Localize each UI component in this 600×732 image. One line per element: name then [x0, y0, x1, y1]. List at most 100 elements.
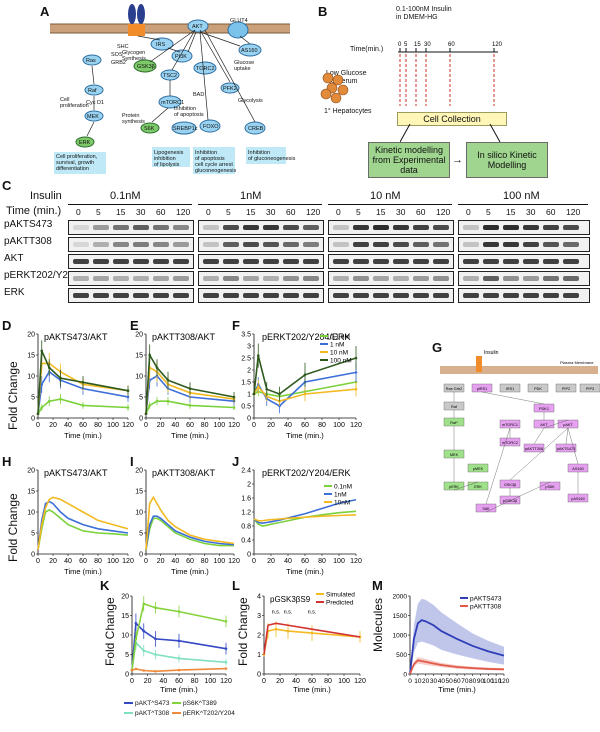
series-line-1	[145, 515, 235, 550]
x-tick-label: 60	[79, 422, 87, 429]
data-point	[278, 392, 281, 396]
legend-label: 1nM	[334, 492, 347, 499]
y-tick-label: 1.5	[241, 380, 251, 387]
g-node-label: AKT	[540, 423, 548, 427]
g-node-label: pAKTS473	[557, 447, 575, 451]
data-point	[154, 653, 157, 656]
blot-band	[373, 242, 389, 247]
blot-band	[393, 259, 409, 264]
y-tick-label: 1	[257, 652, 261, 659]
y-tick-label: 5	[125, 652, 129, 659]
x-tick-label: 120	[228, 558, 240, 565]
blot-strip	[68, 220, 194, 235]
y-tick-label: 2.4	[241, 468, 251, 475]
data-point	[256, 385, 260, 389]
blot-band	[353, 293, 369, 298]
blot-band	[283, 276, 299, 281]
blot-band	[113, 225, 129, 230]
x-tick-label: 60	[308, 678, 316, 685]
blot-band	[563, 242, 579, 247]
label-glucose-uptake: Glucose uptake	[234, 60, 255, 72]
data-point	[47, 366, 51, 369]
blot-band	[153, 242, 169, 247]
blot-dose-label: 1nM	[240, 190, 262, 202]
series-line-0	[131, 621, 227, 671]
blot-time-tick: 15	[376, 207, 386, 217]
series-line-0	[37, 508, 129, 550]
x-tick-label: 120	[220, 678, 232, 685]
insulin-receptor-right	[137, 4, 145, 24]
x-tick-label: 100	[333, 422, 345, 429]
y-tick-label: 0	[139, 416, 143, 423]
insulin-dose-label: 0.1-100nM Insulin in DMEM-HG	[396, 6, 452, 21]
node-foxo: FOXO	[203, 124, 219, 130]
x-tick-label: 40	[64, 558, 72, 565]
hepatocyte-icon	[320, 72, 349, 104]
x-tick-label: 120	[499, 678, 510, 685]
legend-label: Simulated	[326, 592, 355, 599]
series-line-0	[253, 510, 357, 527]
blot-dose-label: 100 nM	[503, 190, 540, 202]
blot-time-tick: 15	[246, 207, 256, 217]
blot-band	[333, 293, 349, 298]
blot-band	[73, 225, 89, 230]
blot-time-tick: 120	[566, 207, 581, 217]
g-edge	[565, 427, 569, 445]
blot-band	[483, 293, 499, 298]
blot-band	[353, 242, 369, 247]
g-node-box	[527, 383, 549, 393]
g-node-label: IRS1	[506, 387, 514, 391]
y-tick-label: 1000	[393, 633, 408, 640]
blot-band	[133, 242, 149, 247]
g-node-label: pAS160	[571, 497, 585, 501]
timeline-tick-label: 0	[398, 42, 402, 48]
blot-strip	[68, 237, 194, 252]
x-tick-label: 100	[204, 678, 216, 685]
data-point	[134, 622, 138, 625]
blot-band	[463, 276, 479, 281]
g-node-box	[579, 383, 600, 393]
blot-band	[73, 293, 89, 298]
x-tick-label: 0	[36, 558, 40, 565]
x-tick-label: 40	[438, 678, 446, 685]
blot-band	[223, 293, 239, 298]
data-point	[177, 657, 181, 660]
ns-annotation: n.s.	[272, 610, 281, 616]
data-point	[354, 371, 358, 374]
label-protein-syn: Protein synthesis	[122, 113, 145, 125]
blot-time-tick: 60	[286, 207, 296, 217]
x-tick-label: 120	[122, 558, 134, 565]
blot-band	[173, 276, 189, 281]
blot-band	[93, 259, 109, 264]
blot-time-tick: 30	[136, 207, 146, 217]
x-tick-label: 80	[324, 678, 332, 685]
x-tick-label: 40	[171, 422, 179, 429]
blot-band	[113, 293, 129, 298]
blot-strip	[458, 220, 590, 235]
panel-letter-k: K	[100, 578, 110, 593]
x-axis-label: Time (min.)	[64, 567, 102, 576]
x-tick-label: 20	[157, 558, 165, 565]
y-tick-label: 1.6	[241, 496, 251, 503]
data-point	[154, 606, 157, 609]
x-tick-label: 60	[186, 558, 194, 565]
x-tick-label: 80	[94, 422, 102, 429]
kinetic-modelling-box: Kinetic modelling from Experimental data	[368, 142, 450, 178]
timeline-tick-label: 120	[492, 42, 503, 48]
outcome-box-2	[152, 147, 190, 167]
blot-strip	[458, 271, 590, 286]
legend-k-akt473: pAKT^S473	[124, 700, 170, 707]
y-tick-label: 0	[403, 672, 407, 679]
node-srebp: SREBP1c	[173, 126, 198, 132]
data-point	[148, 353, 151, 357]
blot-strip	[328, 271, 454, 286]
blot-band	[433, 242, 449, 247]
x-tick-label: 40	[284, 558, 292, 565]
blot-band	[543, 259, 559, 264]
y-tick-label: 20	[135, 332, 143, 339]
blot-band	[543, 293, 559, 298]
blot-time-tick: 5	[486, 207, 491, 217]
legend-k-akt308: pAKT^T308	[124, 710, 169, 717]
blot-band	[133, 276, 149, 281]
y-tick-label: 4	[257, 594, 261, 601]
